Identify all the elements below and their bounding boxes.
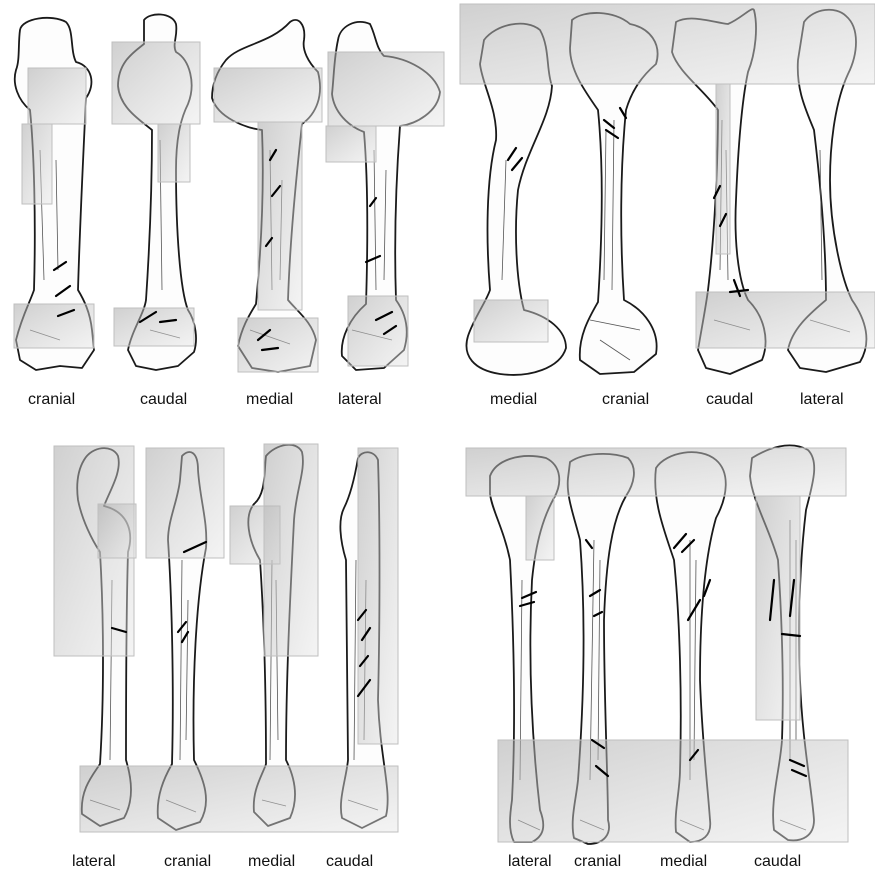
shaded-region xyxy=(146,448,224,558)
shaded-region xyxy=(28,68,86,124)
view-label: lateral xyxy=(800,391,844,408)
shaded-region xyxy=(326,126,376,162)
shaded-region xyxy=(238,318,318,372)
view-label: cranial xyxy=(574,853,621,870)
view-label: cranial xyxy=(28,391,75,408)
panel-bottom-left: lateral cranial medial caudal xyxy=(54,444,398,870)
view-label: caudal xyxy=(706,391,753,408)
view-labels: lateral cranial medial caudal xyxy=(72,853,373,870)
shaded-region xyxy=(22,124,52,204)
shaded-region xyxy=(80,766,398,832)
shaded-region xyxy=(466,448,846,496)
shaded-region xyxy=(474,300,548,342)
shaded-region xyxy=(14,304,94,348)
view-label: medial xyxy=(246,391,293,408)
view-label: cranial xyxy=(602,391,649,408)
shaded-region xyxy=(112,42,200,124)
view-label: cranial xyxy=(164,853,211,870)
panel-bottom-right: lateral cranial medial caudal xyxy=(466,445,848,870)
view-label: lateral xyxy=(72,853,116,870)
cut-marks xyxy=(54,150,396,350)
shaded-region xyxy=(158,124,190,182)
shaded-region xyxy=(98,504,136,558)
shaded-region xyxy=(348,296,408,366)
view-label: caudal xyxy=(326,853,373,870)
view-label: caudal xyxy=(754,853,801,870)
view-label: medial xyxy=(490,391,537,408)
view-labels: cranial caudal medial lateral xyxy=(28,391,382,408)
shaded-region xyxy=(258,122,302,310)
view-label: medial xyxy=(248,853,295,870)
shaded-region xyxy=(214,68,322,122)
view-labels: lateral cranial medial caudal xyxy=(508,853,801,870)
view-label: caudal xyxy=(140,391,187,408)
shaded-region xyxy=(498,740,848,842)
shaded-region xyxy=(716,84,730,254)
shaded-region xyxy=(328,52,444,126)
view-labels: medial cranial caudal lateral xyxy=(490,391,844,408)
view-label: medial xyxy=(660,853,707,870)
shaded-region xyxy=(358,448,398,744)
panel-top-right: medial cranial caudal lateral xyxy=(460,4,875,408)
shaded-region xyxy=(460,4,875,84)
cut-marks xyxy=(112,542,370,696)
shaded-region xyxy=(696,292,875,348)
shaded-region xyxy=(264,444,318,656)
shaded-region xyxy=(756,496,800,720)
view-label: lateral xyxy=(338,391,382,408)
panel-top-left: cranial caudal medial lateral xyxy=(14,14,444,408)
shaded-region xyxy=(526,496,554,560)
view-label: lateral xyxy=(508,853,552,870)
